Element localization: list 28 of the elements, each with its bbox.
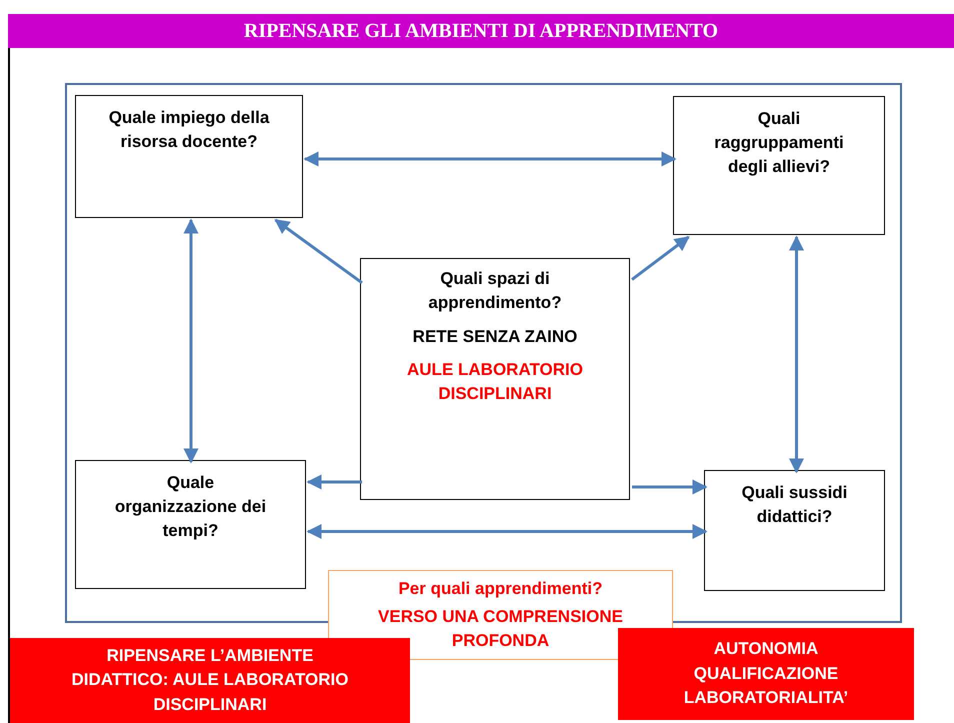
box-text: Quali sussidi didattici? <box>740 482 848 528</box>
box-text: VERSO UNA COMPRENSIONE PROFONDA <box>377 606 624 652</box>
box-text: Quali spazi di apprendimento? <box>427 268 563 314</box>
arrow <box>789 236 804 474</box>
box-text: AUTONOMIA QUALIFICAZIONE LABORATORIALITA’ <box>682 638 850 710</box>
box-text: Quale organizzazione dei tempi? <box>114 472 268 542</box>
arrow <box>306 474 362 490</box>
box-text: Quale impiego della risorsa docente? <box>108 107 270 153</box>
arrow <box>306 524 708 539</box>
arrow <box>304 152 676 166</box>
arrow <box>274 218 363 284</box>
question-box <box>360 258 630 500</box>
title-bar: RIPENSARE GLI AMBIENTI DI APPRENDIMENTO <box>8 14 954 48</box>
box-text: AULE LABORATORIO DISCIPLINARI <box>406 359 584 406</box>
question-box <box>704 470 885 591</box>
arrow <box>632 480 708 494</box>
box-text: RETE SENZA ZAINO <box>412 326 578 348</box>
highlight-box <box>618 628 914 720</box>
question-box <box>75 95 303 218</box>
box-text: Per quali apprendimenti? <box>397 578 604 600</box>
box-text: RIPENSARE L’AMBIENTE DIDATTICO: AULE LABORATORIO DISCIPLINARI <box>70 644 350 716</box>
question-box <box>673 96 885 235</box>
box-text: Quali raggruppamenti degli allievi? <box>713 108 845 178</box>
highlight-box <box>10 638 410 723</box>
arrow <box>631 236 690 281</box>
arrow <box>184 218 198 464</box>
frame-border <box>65 83 902 623</box>
question-box <box>75 460 306 589</box>
